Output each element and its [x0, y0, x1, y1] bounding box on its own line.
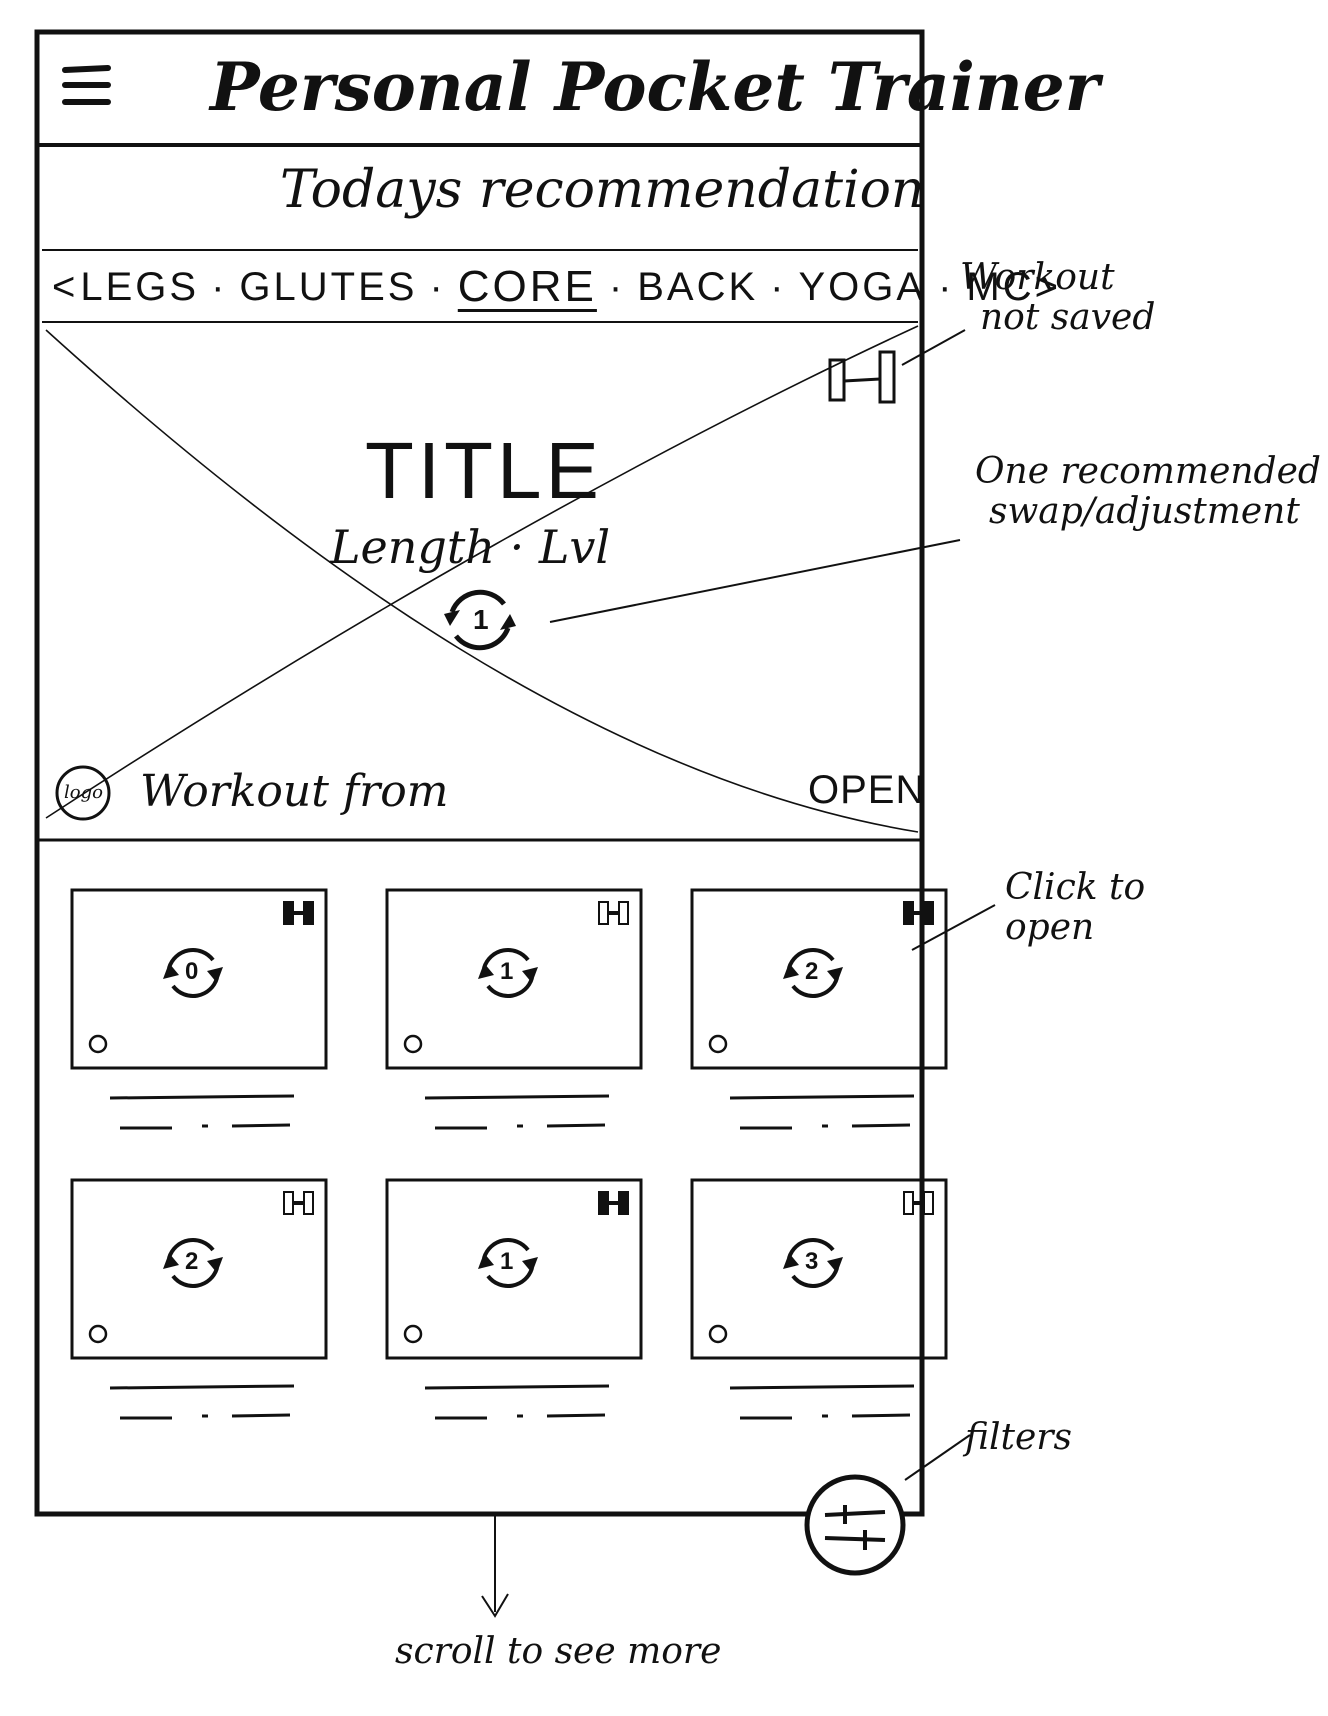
workout-card[interactable]	[70, 1178, 328, 1420]
unsaved-dumbbell-icon[interactable]	[903, 1191, 934, 1215]
tabs-prev-arrow[interactable]: <	[52, 264, 79, 309]
workout-card[interactable]	[690, 888, 948, 1130]
note-not-saved: Workout not saved	[960, 257, 1156, 338]
featured-swap-count: 1	[473, 604, 489, 635]
card-text-placeholder	[424, 1094, 610, 1100]
card-text-placeholder	[424, 1384, 610, 1390]
card-thumbnail	[385, 888, 643, 1070]
featured-meta: Length · Lvl	[330, 520, 611, 574]
annotation-lines	[481, 329, 996, 1618]
featured-source: Workout from	[140, 766, 449, 817]
saved-dumbbell-icon[interactable]	[283, 901, 314, 925]
unsaved-dumbbell-icon[interactable]	[283, 1191, 314, 1215]
workout-grid	[70, 888, 948, 1420]
card-text-placeholder	[729, 1094, 915, 1100]
card-text-placeholder	[231, 1123, 291, 1128]
note-filters: filters	[965, 1417, 1072, 1458]
card-logo-dot	[708, 1324, 728, 1344]
logo-label: logo	[64, 782, 103, 803]
tab-back[interactable]: BACK	[637, 264, 759, 309]
swap-icon	[478, 948, 538, 998]
card-text-placeholder	[109, 1094, 295, 1100]
card-text-placeholder	[729, 1384, 915, 1390]
card-thumbnail	[690, 1178, 948, 1360]
card-logo-dot	[88, 1034, 108, 1054]
card-text-placeholder	[546, 1413, 606, 1418]
swap-icon	[163, 1238, 223, 1288]
tab-separator: ·	[211, 264, 228, 309]
swap-icon	[783, 1238, 843, 1288]
tabs-next-arrow[interactable]: >	[1034, 264, 1061, 309]
swap-icon	[783, 948, 843, 998]
phone-frame	[34, 29, 925, 1517]
card-swap-count: 1	[500, 958, 514, 985]
featured-image-placeholder	[45, 325, 919, 833]
card-text-placeholder	[231, 1413, 291, 1418]
tab-core[interactable]: CORE	[457, 262, 597, 311]
card-logo-dot	[403, 1034, 423, 1054]
workout-card[interactable]	[690, 1178, 948, 1420]
card-text-placeholder	[851, 1413, 911, 1418]
card-text-placeholder	[546, 1123, 606, 1128]
note-click-to-open: Click to open	[1005, 867, 1146, 948]
card-thumbnail	[385, 1178, 643, 1360]
app-title: Personal Pocket Trainer	[210, 48, 1100, 126]
note-swap: One recommended swap/adjustment	[975, 451, 1321, 532]
workout-card[interactable]	[385, 888, 643, 1130]
tab-separator: ·	[608, 264, 626, 309]
card-text-placeholder	[851, 1123, 911, 1128]
tab-glutes[interactable]: GLUTES	[239, 264, 418, 309]
logo-badge	[55, 765, 111, 821]
card-thumbnail	[70, 888, 328, 1070]
card-logo-dot	[403, 1324, 423, 1344]
swap-icon	[163, 948, 223, 998]
section-heading: Todays recommendation	[280, 160, 925, 220]
tab-legs[interactable]: LEGS	[80, 264, 200, 309]
card-swap-count: 2	[805, 958, 819, 985]
tab-separator: ·	[770, 264, 787, 309]
featured-title[interactable]: TITLE	[365, 426, 603, 515]
card-logo-dot	[708, 1034, 728, 1054]
swap-icon[interactable]	[444, 589, 516, 651]
card-logo-dot	[88, 1324, 108, 1344]
category-tabs: < LEGS·GLUTES·CORE·BACK·YOGA·MC >	[52, 258, 1058, 316]
card-thumbnail	[70, 1178, 328, 1360]
tab-separator: ·	[429, 264, 446, 309]
tab-mc[interactable]: MC	[966, 264, 1035, 309]
swap-icon	[478, 1238, 538, 1288]
card-swap-count: 1	[500, 1248, 514, 1275]
card-swap-count: 0	[185, 958, 199, 985]
note-scroll: scroll to see more	[395, 1631, 722, 1672]
card-swap-count: 3	[805, 1248, 819, 1275]
menu-icon[interactable]	[62, 65, 111, 105]
bookmark-dumbbell-icon[interactable]	[828, 350, 896, 404]
tab-separator: ·	[938, 264, 955, 309]
card-text-placeholder	[109, 1384, 295, 1390]
tab-yoga[interactable]: YOGA	[798, 264, 927, 309]
card-swap-count: 2	[185, 1248, 199, 1275]
card-thumbnail	[690, 888, 948, 1070]
workout-card[interactable]	[70, 888, 328, 1130]
saved-dumbbell-icon[interactable]	[598, 1191, 629, 1215]
filters-button[interactable]	[804, 1474, 906, 1576]
unsaved-dumbbell-icon[interactable]	[598, 901, 629, 925]
open-button[interactable]: OPEN	[808, 768, 926, 812]
saved-dumbbell-icon[interactable]	[903, 901, 934, 925]
workout-card[interactable]	[385, 1178, 643, 1420]
